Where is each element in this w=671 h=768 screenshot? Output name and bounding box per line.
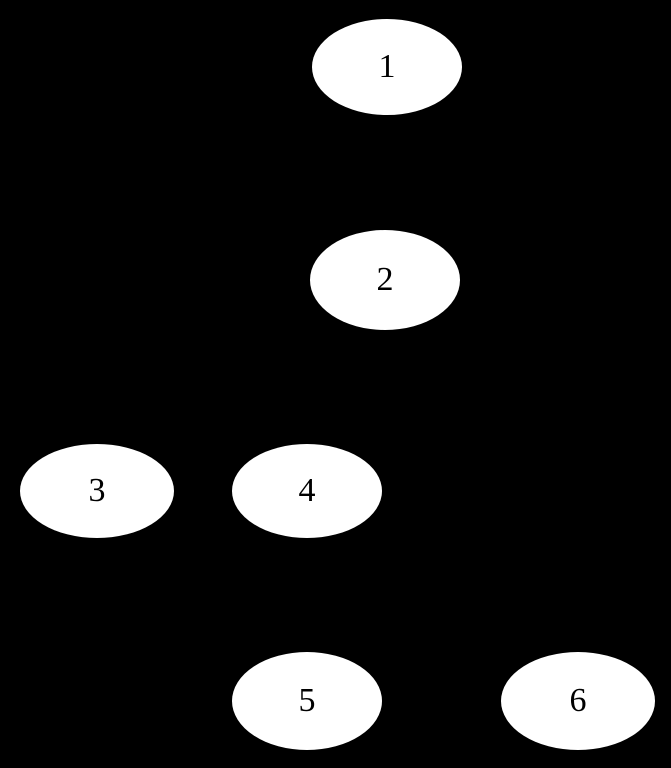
graph-node-4[interactable]: 4: [232, 444, 382, 538]
graph-node-2[interactable]: 2: [310, 230, 460, 330]
graph-node-6[interactable]: 6: [501, 652, 655, 750]
graph-node-label: 6: [569, 682, 587, 719]
graph-node-3[interactable]: 3: [20, 444, 174, 538]
graph-node-5[interactable]: 5: [232, 652, 382, 750]
graph-node-1[interactable]: 1: [312, 19, 462, 115]
graph-node-label: 4: [298, 472, 316, 509]
graph-node-label: 1: [378, 48, 396, 85]
graph-node-label: 5: [298, 682, 316, 719]
graph-node-label: 3: [88, 472, 106, 509]
graph-node-label: 2: [376, 261, 394, 298]
